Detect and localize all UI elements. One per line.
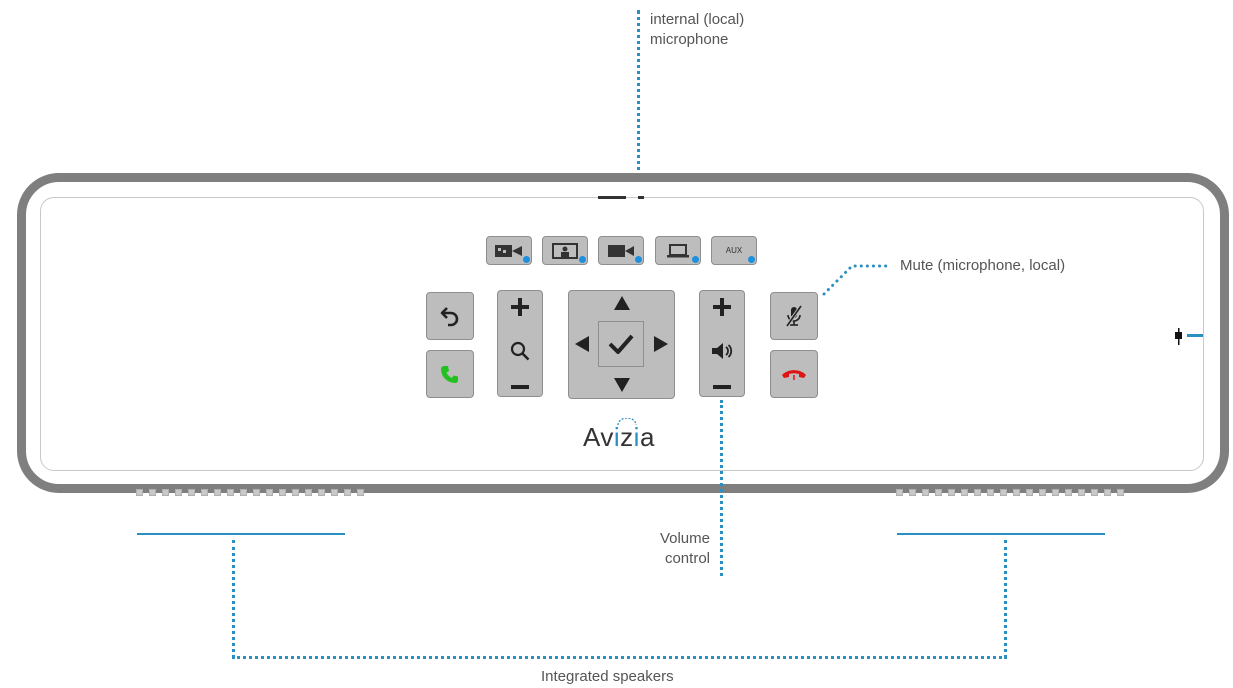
power-connector-icon	[1175, 327, 1205, 347]
magnifier-icon	[510, 341, 530, 361]
microphone-muted-icon	[784, 304, 804, 328]
speaker-grill-right	[896, 489, 1124, 496]
hang-up-button[interactable]	[770, 350, 818, 398]
volume-label-line1: Volume	[659, 530, 710, 547]
source-led	[748, 256, 755, 263]
mic-slot-dot	[638, 196, 644, 199]
phone-accept-icon	[439, 363, 461, 385]
volume-callout-line	[720, 400, 723, 576]
source-led	[635, 256, 642, 263]
source-room-camera-button[interactable]	[486, 236, 532, 265]
nav-down-button[interactable]	[614, 378, 630, 392]
nav-up-button[interactable]	[614, 296, 630, 310]
internal-mic-label: internal (local) microphone	[650, 10, 744, 50]
call-button[interactable]	[426, 350, 474, 398]
source-aux-button[interactable]: AUX	[711, 236, 757, 265]
mic-callout-line	[637, 10, 640, 190]
volume-up-button[interactable]	[712, 297, 732, 317]
volume-control	[699, 290, 745, 397]
mute-callout-line	[822, 258, 892, 298]
source-led	[579, 256, 586, 263]
brand-logo-part: i	[633, 422, 640, 452]
volume-label: Volume control	[640, 529, 710, 569]
mute-label: Mute (microphone, local)	[900, 257, 1066, 274]
zoom-out-button[interactable]	[510, 384, 530, 390]
right-speaker-callout	[1004, 540, 1007, 658]
brand-logo-part: Av	[583, 422, 614, 452]
back-arrow-icon	[439, 305, 461, 327]
nav-ok-button[interactable]	[598, 321, 644, 367]
room-camera-icon	[495, 244, 523, 258]
left-speaker-line	[137, 533, 345, 535]
speaker-icon	[711, 342, 733, 360]
source-led	[523, 256, 530, 263]
internal-mic-label-line1: internal (local)	[650, 11, 745, 28]
brand-logo-part: a	[639, 422, 655, 452]
mic-slot	[598, 196, 626, 199]
phone-end-icon	[781, 367, 807, 381]
zoom-in-button[interactable]	[510, 297, 530, 317]
checkmark-icon	[608, 333, 634, 355]
zoom-control	[497, 290, 543, 397]
left-speaker-callout	[232, 540, 235, 658]
brand-logo-arc	[617, 418, 637, 426]
nav-right-button[interactable]	[654, 336, 668, 352]
brand-logo: Avizia	[583, 422, 655, 453]
video-camera-icon	[608, 244, 634, 258]
speakers-callout-bridge	[232, 656, 1007, 659]
source-led	[692, 256, 699, 263]
brand-logo-part: z	[620, 422, 634, 452]
presenter-camera-icon	[552, 242, 578, 259]
source-laptop-button[interactable]	[655, 236, 701, 265]
mute-button[interactable]	[770, 292, 818, 340]
aux-label: AUX	[725, 246, 743, 255]
brand-logo-part: i	[613, 422, 621, 452]
navigation-pad	[568, 290, 675, 399]
internal-mic-label-line2: microphone	[650, 31, 729, 48]
volume-label-line2: control	[664, 550, 710, 567]
laptop-icon	[667, 243, 689, 258]
speaker-grill-left	[136, 489, 364, 496]
speakers-label: Integrated speakers	[541, 668, 674, 685]
volume-down-button[interactable]	[712, 384, 732, 390]
nav-left-button[interactable]	[575, 336, 589, 352]
source-presenter-camera-button[interactable]	[542, 236, 588, 265]
back-button[interactable]	[426, 292, 474, 340]
source-camera-button[interactable]	[598, 236, 644, 265]
right-speaker-line	[897, 533, 1105, 535]
